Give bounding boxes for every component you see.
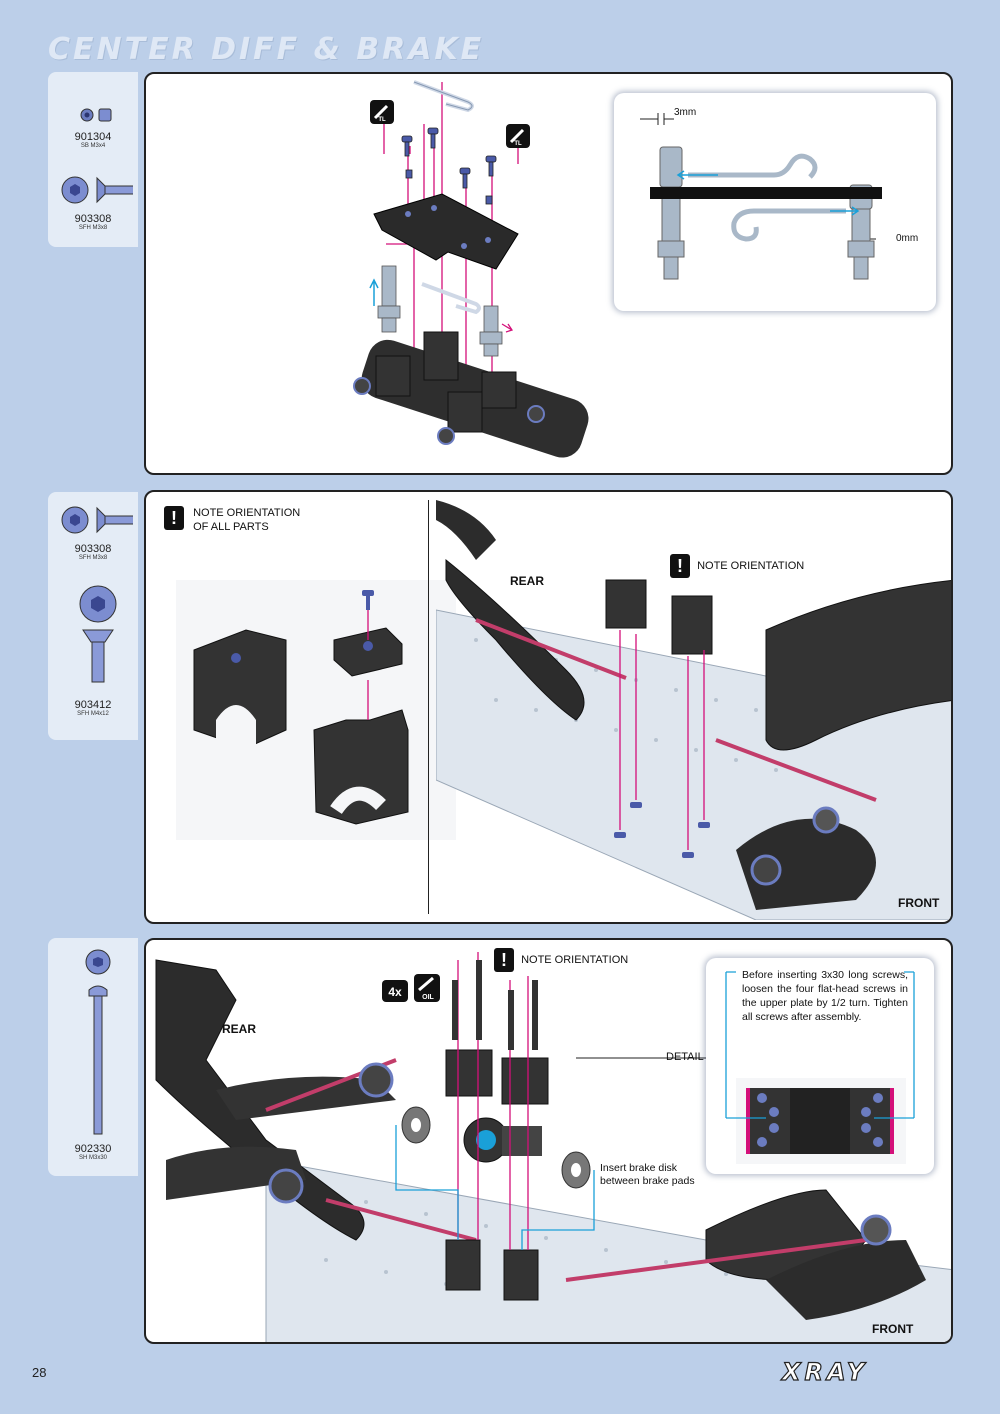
- note-text: NOTE ORIENTATION: [521, 954, 629, 966]
- screw-loosening-detail: [725, 971, 915, 1164]
- front-label: FRONT: [872, 1322, 914, 1336]
- rear-label: REAR: [510, 574, 545, 588]
- upper-plate: [373, 193, 519, 270]
- quantity-text: 4x: [388, 985, 402, 999]
- part-code: 902330: [74, 1143, 112, 1155]
- front-label: FRONT: [898, 896, 940, 910]
- note-text: NOTE ORIENTATION: [697, 560, 805, 572]
- part-903412: 903412 SFH M4x12: [48, 584, 138, 717]
- part-desc: SB M3x4: [80, 143, 106, 149]
- step1-detail-box: 3mm 0mm: [614, 93, 936, 311]
- part-903308: 903308 SFH M3x8: [48, 502, 138, 561]
- rear-label: REAR: [222, 1022, 257, 1036]
- posts: [377, 265, 503, 357]
- part-code: 903412: [74, 699, 112, 711]
- part-code: 903308: [74, 543, 112, 555]
- step1-panel: TL TL: [144, 72, 953, 475]
- post-height-detail: 3mm 0mm: [640, 107, 918, 280]
- part-901304: 901304 SB M3x4: [48, 104, 138, 149]
- button-head-screw-icon: [85, 949, 111, 1135]
- mount-orientation-illustration: [176, 580, 456, 840]
- detail-label: DETAIL: [666, 1051, 704, 1063]
- note-orientation-diff: ! NOTE ORIENTATION: [494, 948, 628, 972]
- parts-column-step3: 902330 SH M3x30: [48, 938, 138, 1176]
- page-number: 28: [32, 1365, 47, 1380]
- page-title: CENTER DIFF & BRAKE: [48, 32, 485, 67]
- step2-panel: ! NOTE ORIENTATION OF ALL PARTS: [144, 490, 953, 924]
- part-desc: SFH M3x8: [78, 225, 108, 231]
- flat-head-screw-icon: [61, 176, 138, 204]
- part-desc: SFH M4x12: [77, 711, 109, 717]
- diff-brake-assembly-illustration: 4x OIL: [155, 952, 951, 1342]
- note-orientation-all: ! NOTE ORIENTATION OF ALL PARTS: [164, 506, 300, 534]
- thread-lock-text: TL: [514, 141, 522, 147]
- thread-lock-badge: TL: [370, 100, 394, 124]
- warning-icon: !: [670, 554, 690, 578]
- thread-lock-badge: TL: [506, 124, 530, 148]
- brake-disk-note: Insert brake disk between brake pads: [600, 1162, 695, 1187]
- part-902330: 902330 SH M3x30: [48, 948, 138, 1161]
- oil-badge: OIL: [414, 974, 440, 1002]
- step3-detail-box: Before inserting 3x30 long screws, loose…: [706, 958, 934, 1174]
- detail-instructions: Before inserting 3x30 long screws, loose…: [742, 969, 908, 1023]
- warning-icon: !: [164, 506, 184, 530]
- guide-lines: [383, 82, 519, 384]
- flat-head-screw-icon: [79, 585, 117, 683]
- dim-3mm: 3mm: [674, 107, 696, 118]
- set-screw-icon: [80, 108, 112, 122]
- parts-column-step1: 901304 SB M3x4 903308 SFH M3x8: [48, 72, 138, 247]
- part-903308: 903308 SFH M3x8: [48, 172, 138, 231]
- xray-logo: XRAY: [781, 1357, 869, 1386]
- note-text-line1: NOTE ORIENTATION: [193, 507, 301, 519]
- screws: [401, 127, 497, 205]
- divider: [428, 500, 429, 914]
- part-desc: SH M3x30: [78, 1155, 107, 1161]
- thread-lock-text: TL: [378, 117, 386, 123]
- note-text-line2: OF ALL PARTS: [193, 521, 269, 533]
- dim-0mm: 0mm: [896, 233, 918, 244]
- flat-head-screw-icon: [61, 506, 138, 534]
- part-desc: SFH M3x8: [78, 555, 108, 561]
- oil-text: OIL: [422, 994, 434, 1001]
- note-orientation-chassis: ! NOTE ORIENTATION: [670, 554, 804, 578]
- chassis-illustration: [436, 500, 951, 920]
- step1-assembly-illustration: TL TL: [353, 80, 589, 458]
- parts-column-step2: 903308 SFH M3x8 903412 SFH M4x12: [48, 492, 138, 740]
- part-code: 901304: [74, 131, 112, 143]
- part-code: 903308: [74, 213, 112, 225]
- center-diff: [401, 1049, 591, 1301]
- step3-panel: 4x OIL ! NOTE ORIENTATION REAR FRONT DET…: [144, 938, 953, 1344]
- cable-clip: [413, 80, 474, 113]
- warning-icon: !: [494, 948, 514, 972]
- quantity-badge: 4x: [382, 980, 408, 1002]
- brake-mount-assembly: [353, 331, 589, 458]
